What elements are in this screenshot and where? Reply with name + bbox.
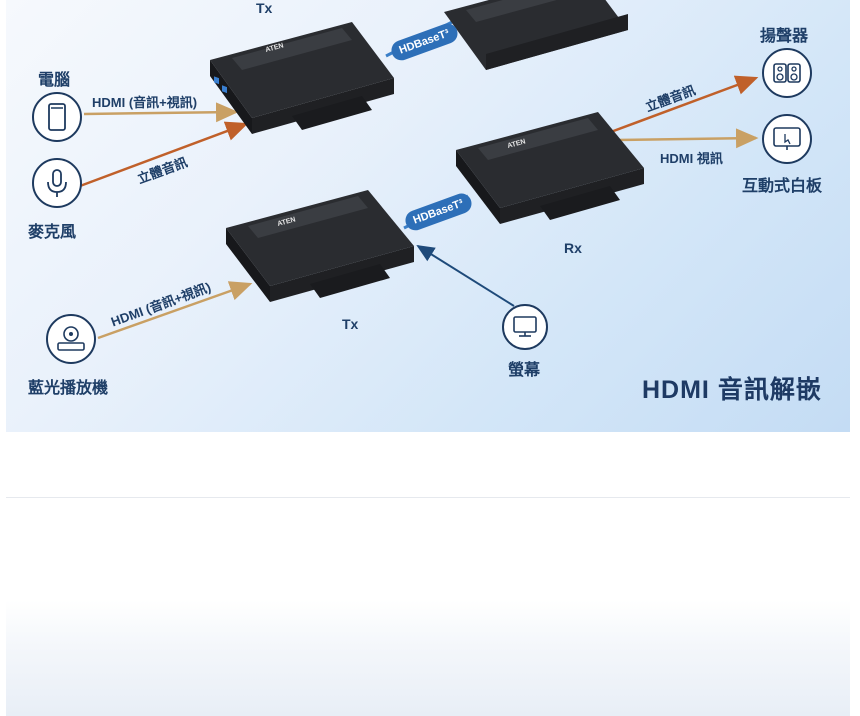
rx-extender: ATEN <box>456 112 644 224</box>
stereo-out-arrow <box>599 75 759 138</box>
microphone-icon <box>32 158 82 208</box>
bluray-label: 藍光播放機 <box>28 380 109 397</box>
monitor-label: 螢幕 <box>508 362 541 379</box>
rx-extender-top-cropped <box>444 0 628 70</box>
whiteboard-label: 互動式白板 <box>742 178 823 195</box>
diagram-title: HDMI 音訊解嵌 <box>642 376 822 404</box>
monitor-arrow <box>416 244 515 307</box>
hdmi-av-arrow-top <box>83 102 239 123</box>
whiteboard-icon <box>762 114 812 164</box>
svg-text:ATEN: ATEN <box>277 216 297 228</box>
microphone-label: 麥克風 <box>28 224 77 241</box>
speaker-icon <box>762 48 812 98</box>
svg-text:ATEN: ATEN <box>265 42 285 54</box>
hdmi-video-arrow <box>615 128 759 149</box>
tx-extender-top: ATEN <box>210 22 394 134</box>
audio-deembedding-diagram: ATEN ATEN ATEN HDBaseT³ HDBaseT³ Tx Rx T… <box>6 0 850 432</box>
next-section-fade <box>6 600 850 716</box>
rx-label: Rx <box>564 240 582 256</box>
hdmi-av-label-top: HDMI (音訊+視訊) <box>92 95 198 110</box>
stereo-in-arrow <box>79 121 249 188</box>
tx-label-bottom: Tx <box>342 316 359 332</box>
svg-text:ATEN: ATEN <box>507 138 527 150</box>
bluray-player-icon <box>46 314 96 364</box>
computer-icon <box>32 92 82 142</box>
hdmi-av-arrow-bottom <box>97 281 253 340</box>
monitor-icon <box>502 304 548 350</box>
computer-label: 電腦 <box>38 72 71 89</box>
tx-label-top: Tx <box>256 0 273 16</box>
hdmi-video-label: HDMI 視訊 <box>660 151 723 166</box>
speaker-label: 揚聲器 <box>760 28 809 45</box>
tx-extender-bottom: ATEN <box>226 190 414 302</box>
section-divider <box>6 497 850 498</box>
